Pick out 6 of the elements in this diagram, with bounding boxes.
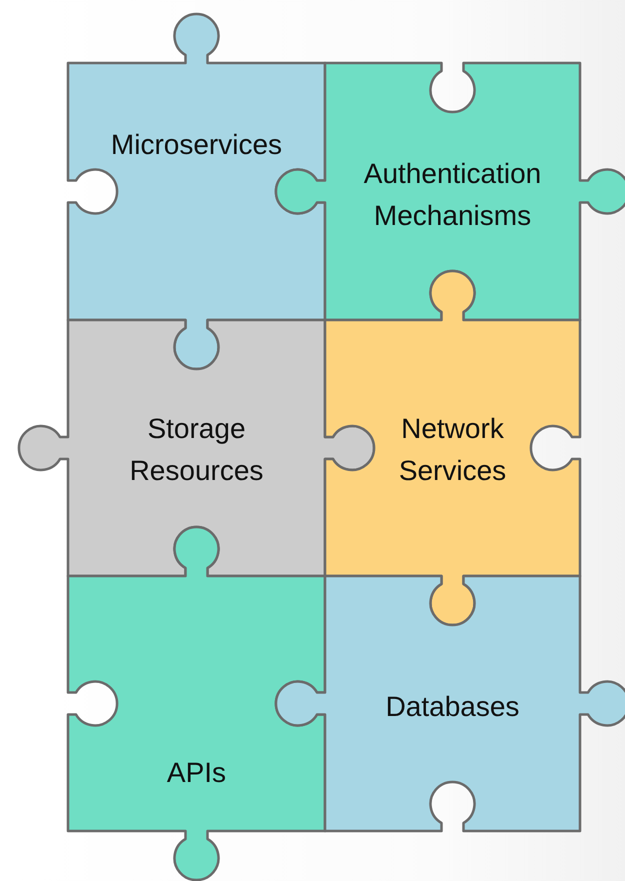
piece-label: Authentication Mechanisms <box>362 157 542 233</box>
piece-label: Storage Resources <box>128 412 264 488</box>
piece-label: APIs <box>166 756 228 790</box>
piece-label: Microservices <box>110 128 284 162</box>
piece-label: Network Services <box>398 412 508 488</box>
piece-label: Databases <box>384 690 520 724</box>
